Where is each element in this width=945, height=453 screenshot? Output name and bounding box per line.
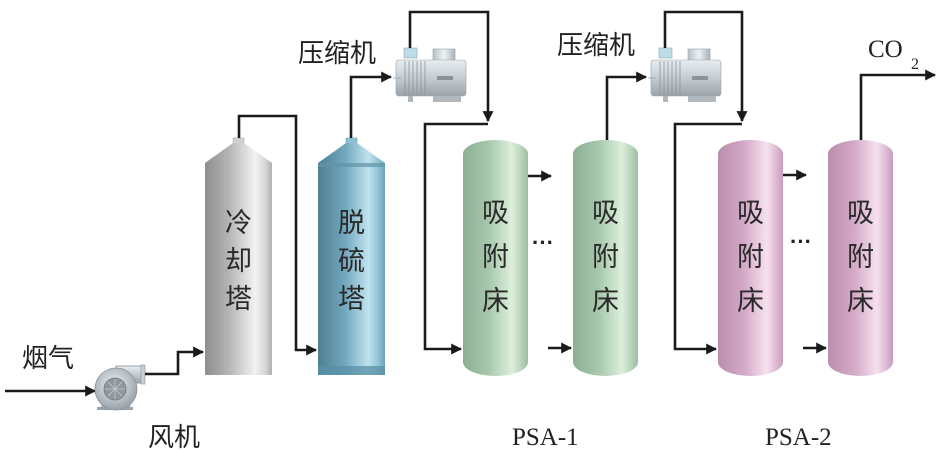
compressor-1-label: 压缩机: [298, 39, 376, 69]
svg-text:床: 床: [482, 286, 509, 317]
svg-text:吸: 吸: [737, 198, 764, 229]
svg-text:附: 附: [482, 242, 509, 273]
cooling-tower: [205, 137, 272, 375]
flue-gas-label: 烟气: [22, 344, 74, 374]
co2-product-outlet-pipe: [859, 69, 937, 140]
svg-text:床: 床: [592, 286, 619, 317]
svg-text:塔: 塔: [225, 284, 252, 315]
compressor-1-icon: [393, 47, 467, 102]
psa-2-bed-2-label: 吸 附 床: [847, 198, 874, 317]
svg-text:冷: 冷: [225, 208, 252, 239]
svg-text:吸: 吸: [847, 198, 874, 229]
svg-text:床: 床: [847, 286, 874, 317]
psa-2-label: PSA-2: [765, 424, 832, 451]
psa-1-bed-1-label: 吸 附 床: [482, 198, 509, 317]
compressor2-outlet-pipe: [663, 10, 748, 123]
svg-text:CO: CO: [868, 36, 903, 63]
psa-2-bed-1: [718, 140, 783, 376]
svg-text:塔: 塔: [338, 284, 365, 315]
desulf-to-compressor1-pipe: [349, 71, 393, 138]
desulfurization-tower-label: 脱 硫 塔: [338, 208, 365, 315]
fan-to-cooling-pipe: [145, 346, 205, 376]
svg-text:脱: 脱: [338, 208, 365, 239]
psa-2-bed-2: [828, 140, 893, 376]
svg-text:附: 附: [847, 242, 874, 273]
fan-blower-icon: [94, 364, 146, 411]
psa-2-ellipsis: ···: [790, 229, 812, 254]
co2-product-label: CO 2: [868, 36, 919, 73]
cooling-tower-label: 冷 却 塔: [225, 208, 252, 315]
psa-1-bed-2: [573, 140, 638, 376]
cooling-to-desulf-pipe: [237, 114, 318, 356]
svg-text:却: 却: [225, 246, 252, 277]
compressor-2-label: 压缩机: [557, 31, 635, 61]
fan-label: 风机: [148, 423, 200, 453]
svg-text:吸: 吸: [482, 198, 509, 229]
psa-1-bed-1: [463, 140, 528, 376]
psa-1-bed-2-label: 吸 附 床: [592, 198, 619, 317]
svg-text:硫: 硫: [338, 246, 365, 277]
psa2-feed-pipe: [673, 122, 742, 355]
psa-1-label: PSA-1: [512, 424, 579, 451]
svg-text:吸: 吸: [592, 198, 619, 229]
svg-text:附: 附: [592, 242, 619, 273]
svg-text:附: 附: [737, 242, 764, 273]
psa1-to-compressor2-pipe: [605, 71, 648, 140]
desulfurization-tower: [318, 137, 385, 375]
compressor1-outlet-pipe: [408, 10, 494, 123]
svg-text:2: 2: [911, 56, 919, 73]
psa-1-ellipsis: ···: [532, 230, 554, 255]
compressor-2-icon: [648, 47, 722, 102]
psa-2-bed-1-label: 吸 附 床: [737, 198, 764, 317]
psa1-feed-pipe: [423, 122, 488, 355]
svg-text:床: 床: [737, 286, 764, 317]
